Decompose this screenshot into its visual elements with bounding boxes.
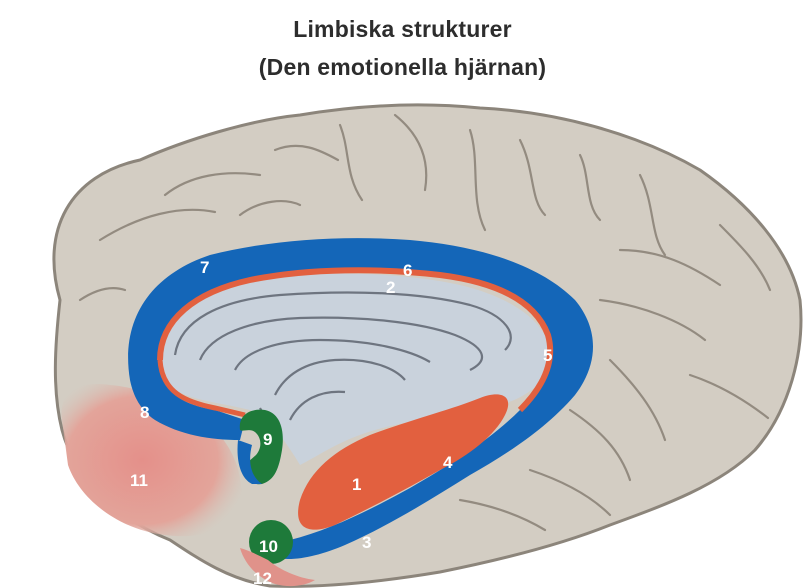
label-5: 5 — [543, 346, 552, 365]
label-10: 10 — [259, 537, 278, 556]
label-3: 3 — [362, 533, 371, 552]
label-11: 11 — [130, 471, 148, 490]
label-1: 1 — [352, 475, 361, 494]
label-12: 12 — [253, 569, 272, 588]
label-4: 4 — [443, 453, 453, 472]
label-9: 9 — [263, 430, 272, 449]
label-8: 8 — [140, 403, 149, 422]
label-2: 2 — [386, 278, 395, 297]
label-6: 6 — [403, 261, 412, 280]
label-7: 7 — [200, 258, 209, 277]
